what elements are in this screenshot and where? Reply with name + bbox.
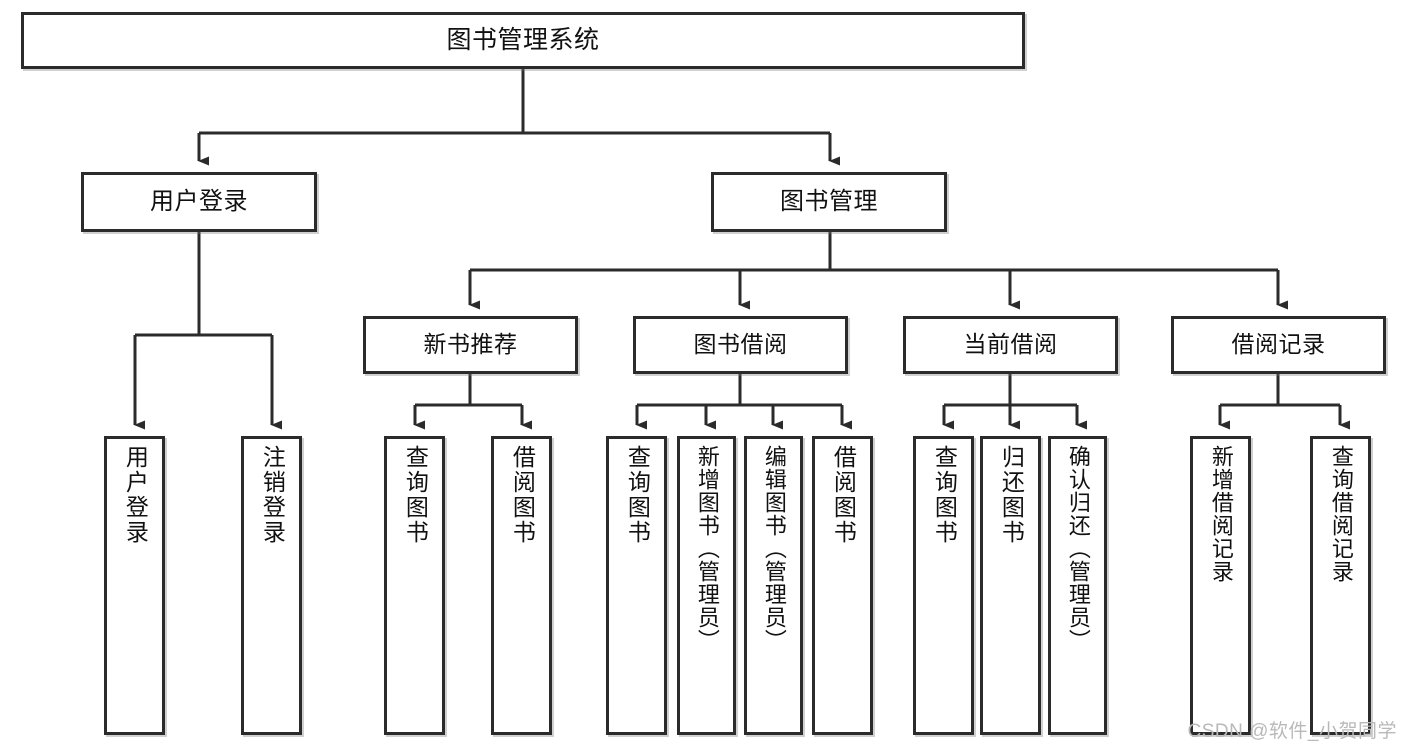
node-label: 新增图书（管理员）: [694, 445, 720, 652]
node-book-borrow[interactable]: 图书借阅: [633, 316, 848, 374]
node-current-borrow[interactable]: 当前借阅: [903, 316, 1118, 374]
node-root-system[interactable]: 图书管理系统: [21, 12, 1025, 69]
leaf-edit-book-admin[interactable]: 编辑图书（管理员）: [744, 436, 803, 735]
node-label: 图书管理系统: [446, 25, 600, 54]
leaf-borrow-book[interactable]: 借阅图书: [812, 436, 873, 735]
node-label: 图书管理: [780, 187, 878, 215]
node-label: 借阅记录: [1231, 331, 1326, 358]
leaf-confirm-return-admin[interactable]: 确认归还（管理员）: [1048, 436, 1107, 735]
watermark: CSDN @软件_小贺同学: [1187, 721, 1397, 742]
leaf-query-borrow-record[interactable]: 查询借阅记录: [1310, 436, 1371, 735]
node-label: 借阅图书: [509, 445, 536, 545]
node-label: 用户登录: [122, 445, 149, 545]
node-label: 新增借阅记录: [1208, 445, 1234, 583]
leaf-user-login[interactable]: 用户登录: [104, 436, 165, 735]
node-borrow-record[interactable]: 借阅记录: [1171, 316, 1386, 374]
leaf-query-book-recommend[interactable]: 查询图书: [384, 436, 445, 735]
leaf-borrow-book-recommend[interactable]: 借阅图书: [491, 436, 552, 735]
leaf-logout-login[interactable]: 注销登录: [241, 436, 302, 735]
node-label: 查询图书: [624, 445, 651, 545]
node-label: 新书推荐: [423, 331, 518, 358]
node-label: 确认归还（管理员）: [1065, 445, 1091, 652]
node-label: 归还图书: [998, 445, 1025, 545]
node-user-login[interactable]: 用户登录: [81, 172, 317, 232]
node-label: 借阅图书: [830, 445, 857, 545]
leaf-add-book-admin[interactable]: 新增图书（管理员）: [677, 436, 736, 735]
node-book-management[interactable]: 图书管理: [711, 172, 947, 232]
leaf-return-book[interactable]: 归还图书: [980, 436, 1041, 735]
node-label: 用户登录: [150, 187, 248, 215]
node-new-book-recommend[interactable]: 新书推荐: [363, 316, 578, 374]
node-label: 编辑图书（管理员）: [761, 445, 787, 652]
leaf-add-borrow-record[interactable]: 新增借阅记录: [1190, 436, 1251, 735]
leaf-query-book-borrow[interactable]: 查询图书: [606, 436, 667, 735]
node-label: 查询图书: [931, 445, 958, 545]
node-label: 图书借阅: [693, 331, 788, 358]
node-label: 查询图书: [402, 445, 429, 545]
node-label: 注销登录: [259, 445, 286, 545]
node-label: 当前借阅: [963, 331, 1058, 358]
leaf-query-book-current[interactable]: 查询图书: [913, 436, 974, 735]
node-label: 查询借阅记录: [1328, 445, 1354, 583]
